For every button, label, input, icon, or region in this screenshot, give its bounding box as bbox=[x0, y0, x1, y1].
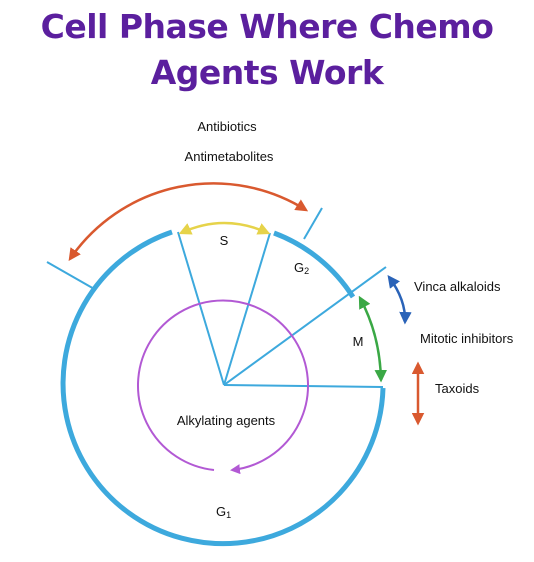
vinca-arrow bbox=[387, 274, 412, 325]
vinca-label: Vinca alkaloids bbox=[414, 279, 501, 294]
alkylating-circle bbox=[137, 299, 309, 475]
m-phase-arrow bbox=[358, 295, 388, 383]
antibiotics-label: Antibiotics bbox=[197, 119, 257, 134]
g1-start-boundary bbox=[223, 384, 384, 388]
g2-ring-arc bbox=[273, 230, 356, 299]
m-phase-label: M bbox=[353, 334, 364, 349]
mitotic-label: Mitotic inhibitors bbox=[420, 331, 514, 346]
g1-ring-arc bbox=[60, 229, 386, 547]
m-boundary bbox=[223, 266, 387, 386]
alkylating-label: Alkylating agents bbox=[177, 413, 276, 428]
g1-phase-label: G1 bbox=[216, 504, 231, 520]
g1-outer-tick bbox=[46, 261, 97, 291]
s-right-boundary bbox=[223, 232, 271, 386]
g2-outer-tick bbox=[303, 207, 323, 240]
g2-phase-label: G2 bbox=[294, 260, 309, 276]
antibiotics-arrow bbox=[68, 182, 309, 262]
title-line-1: Cell Phase Where Chemo bbox=[40, 7, 494, 46]
page-title: Cell Phase Where Chemo Agents Work bbox=[0, 4, 534, 96]
antimetabolites-label: Antimetabolites bbox=[185, 149, 274, 164]
title-line-2: Agents Work bbox=[150, 53, 384, 92]
s-phase-label: S bbox=[220, 233, 229, 248]
taxoids-label: Taxoids bbox=[435, 381, 480, 396]
s-phase-arrow bbox=[178, 221, 271, 235]
